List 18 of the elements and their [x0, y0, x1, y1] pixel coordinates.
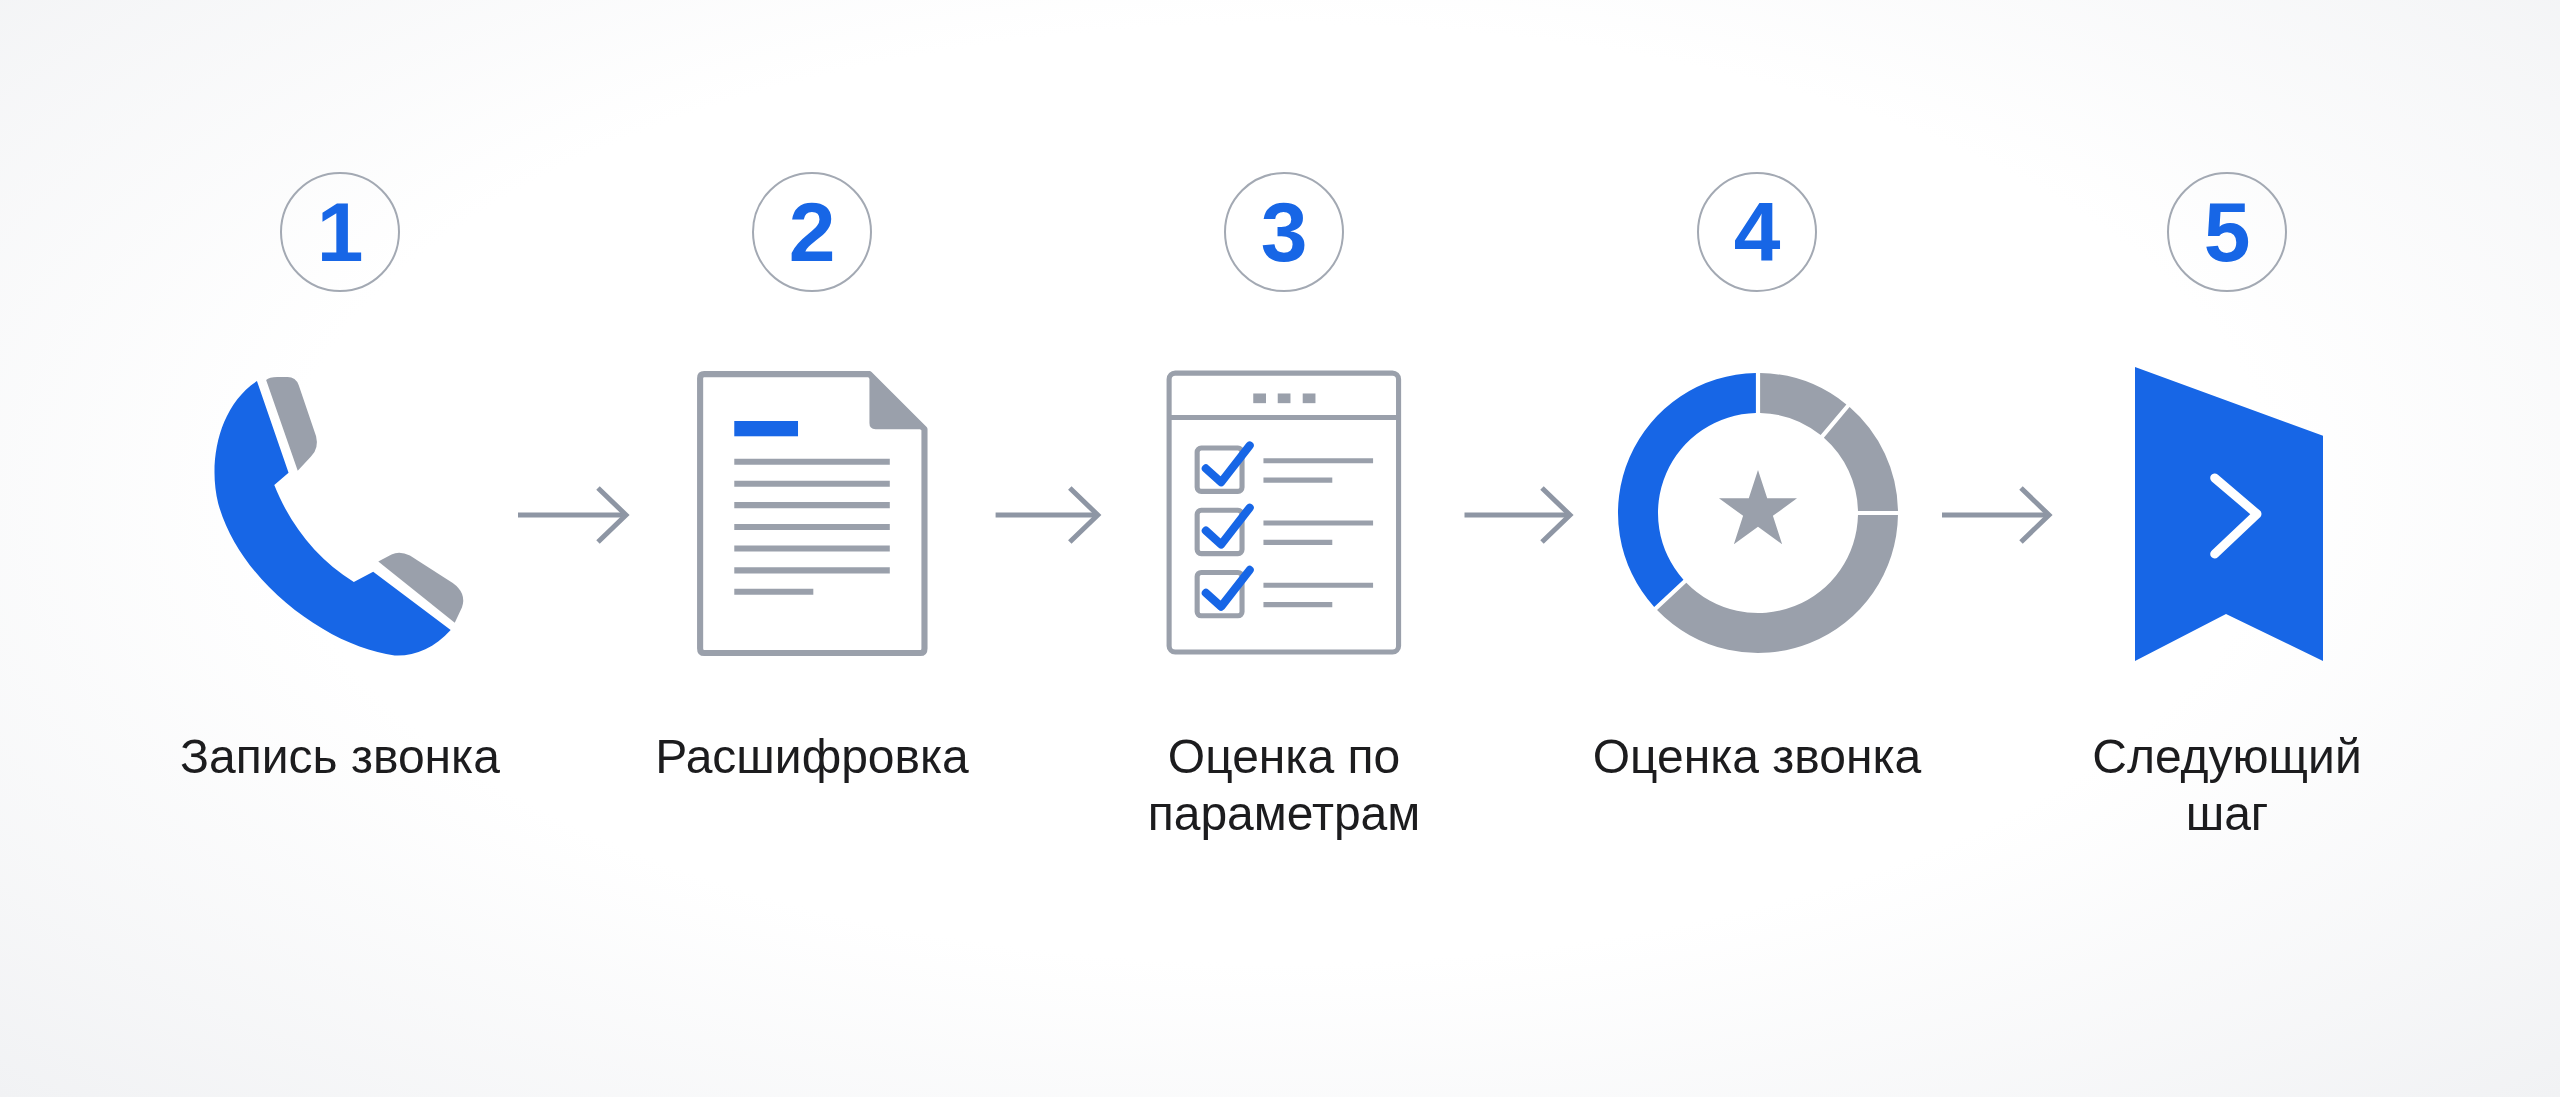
step-number: 2 [752, 172, 872, 292]
step-number: 3 [1224, 172, 1344, 292]
arrow [1942, 485, 2052, 545]
arrow [1464, 485, 1573, 545]
step-label: Расшифровка [654, 729, 970, 785]
arrow [518, 485, 629, 545]
step-number: 4 [1697, 172, 1817, 292]
step-label: Следующий шаг [2091, 729, 2363, 842]
checklist-icon [1164, 369, 1403, 657]
step-label: Оценка по параметрам [1146, 729, 1422, 842]
step-label: Запись звонка [179, 729, 501, 785]
arrow [995, 485, 1101, 545]
step-number: 1 [280, 172, 400, 292]
step-label: Оценка звонка [1591, 729, 1923, 785]
bookmark-icon [2135, 367, 2324, 662]
step-number: 5 [2167, 172, 2287, 292]
document-icon [696, 369, 929, 658]
donut-chart-icon [1616, 371, 1900, 655]
